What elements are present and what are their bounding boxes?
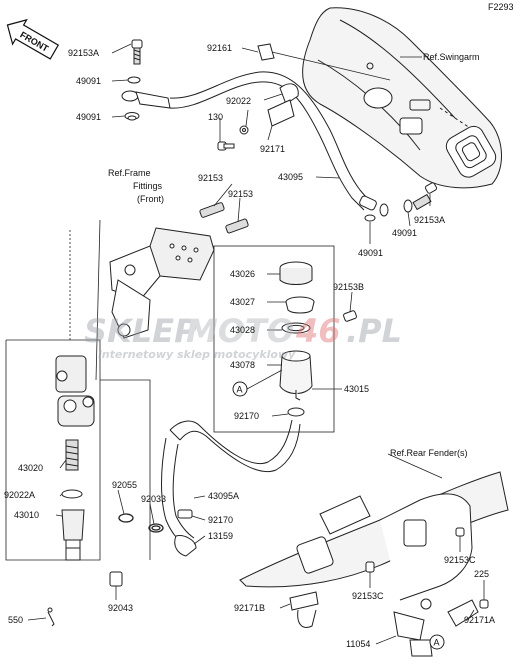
part-label-92055: 92055 (112, 480, 137, 490)
ref-frame-fittings-label: Fittings (133, 181, 163, 191)
part-label-43095: 43095 (278, 172, 303, 182)
seal-rings-drawing (118, 513, 164, 533)
reservoir-drawing (279, 261, 357, 417)
part-label-43020: 43020 (18, 463, 43, 473)
part-label-92033: 92033 (141, 494, 166, 504)
part-label-130: 130 (208, 112, 223, 122)
banjo-bolt-top-drawing (121, 39, 373, 211)
ref-swingarm-label: Ref.Swingarm (423, 52, 480, 62)
hose-43095A-drawing (161, 419, 301, 557)
part-label-43078: 43078 (230, 360, 255, 370)
leader-lines (5, 43, 485, 645)
part-label-43015: 43015 (344, 384, 369, 394)
callout-a-text-2: A (434, 638, 440, 648)
plate-92161-drawing (257, 43, 275, 61)
part-label-92022: 92022 (226, 96, 251, 106)
part-label-92043: 92043 (108, 603, 133, 613)
part-label-92153-b: 92153 (228, 189, 253, 199)
part-label-225: 225 (474, 569, 489, 579)
figure-code: F2293 (488, 2, 514, 12)
part-label-49091-r1: 49091 (392, 228, 417, 238)
svg-text:SKLEP: SKLEP (84, 312, 198, 350)
master-cylinder-drawing (47, 355, 123, 627)
frame-bracket-drawing (109, 202, 249, 339)
part-label-49091-2: 49091 (76, 112, 101, 122)
part-label-92022A: 92022A (4, 490, 35, 500)
part-label-92170-b: 92170 (208, 515, 233, 525)
part-label-43028: 43028 (230, 325, 255, 335)
part-label-92153-a: 92153 (198, 173, 223, 183)
part-label-92161: 92161 (207, 43, 232, 53)
callout-a-marker-2: A (429, 634, 445, 650)
callout-a-text: A (237, 385, 243, 395)
part-label-11054: 11054 (346, 639, 370, 649)
part-labels: 92153A 49091 49091 92161 Ref.Swingarm 92… (4, 43, 495, 649)
part-label-92153A-top: 92153A (68, 48, 99, 58)
part-label-92171B: 92171B (234, 603, 265, 613)
front-arrow-icon: FRONT (6, 18, 60, 60)
part-label-43027: 43027 (230, 297, 255, 307)
svg-text:.PL: .PL (346, 312, 402, 350)
part-label-92153C-a: 92153C (444, 555, 476, 565)
part-label-13159: 13159 (208, 531, 233, 541)
part-label-92153B: 92153B (333, 282, 364, 292)
part-label-92170-a: 92170 (234, 411, 259, 421)
part-label-92153A-right: 92153A (414, 215, 445, 225)
part-label-92153C-b: 92153C (352, 591, 384, 601)
part-label-43010: 43010 (14, 510, 39, 520)
watermark-logo: SKLEP MOTO 46 .PL internetowy sklep moto… (84, 312, 402, 361)
ref-frame-front-label: (Front) (137, 194, 164, 204)
part-label-92171A: 92171A (464, 615, 495, 625)
hose-clamp-top-drawing (217, 83, 299, 151)
banjo-bolt-right-drawing (359, 182, 438, 222)
ref-frame-label: Ref.Frame (108, 168, 151, 178)
part-label-43026: 43026 (230, 269, 255, 279)
rear-fender-drawing (239, 471, 509, 657)
part-label-49091-r2: 49091 (358, 248, 383, 258)
ref-rear-fender-label: Ref.Rear Fender(s) (390, 448, 468, 458)
svg-text:MOTO: MOTO (186, 312, 294, 350)
svg-text:internetowy sklep motocyklowy: internetowy sklep motocyklowy (98, 348, 296, 361)
svg-text:46: 46 (295, 312, 341, 350)
part-label-92171: 92171 (260, 144, 285, 154)
part-label-550: 550 (8, 615, 23, 625)
part-label-43095A: 43095A (208, 491, 239, 501)
swingarm-drawing (302, 7, 502, 189)
part-label-49091-1: 49091 (76, 76, 101, 86)
callout-a-marker: A (232, 369, 283, 397)
